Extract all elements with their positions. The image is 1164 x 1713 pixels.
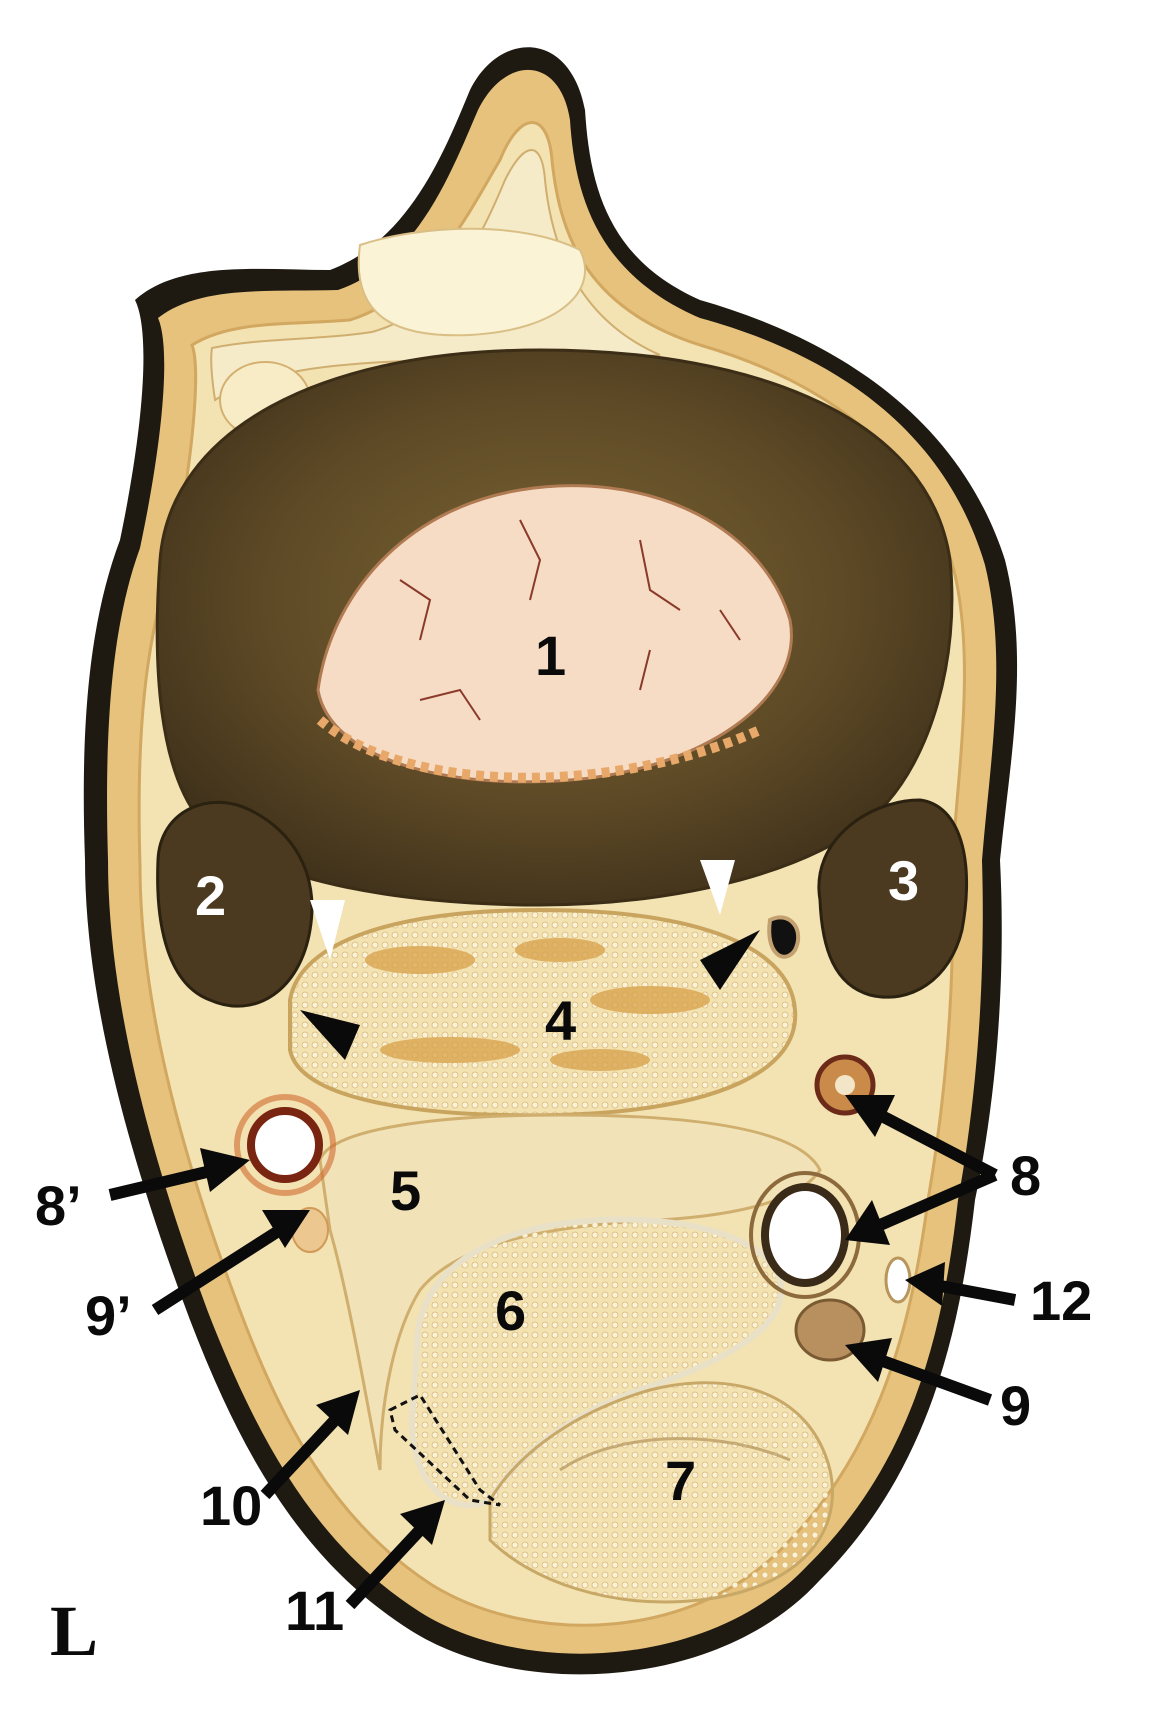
white-arrowhead-left bbox=[310, 900, 345, 960]
dashed-region-11 bbox=[388, 1393, 501, 1507]
arrow-8p-head bbox=[200, 1148, 250, 1192]
label-3: 3 bbox=[888, 849, 919, 912]
arrow-11-head bbox=[400, 1500, 445, 1545]
label-10: 10 bbox=[200, 1474, 262, 1537]
label-7: 7 bbox=[665, 1449, 696, 1512]
arrow-8p bbox=[108, 1164, 217, 1201]
dorsal-vessel bbox=[767, 915, 801, 959]
splint-bone-2 bbox=[156, 800, 314, 1008]
extensor-region bbox=[210, 149, 661, 402]
label-8-prime: 8’ bbox=[35, 1174, 82, 1237]
marrow-vessels bbox=[399, 519, 741, 721]
arrow-12 bbox=[933, 1279, 1017, 1306]
label-11: 11 bbox=[285, 1579, 344, 1642]
arrow-8-lower bbox=[877, 1169, 998, 1231]
tendon-7-shading bbox=[559, 1437, 791, 1472]
arrow-11 bbox=[345, 1525, 425, 1610]
label-12: 12 bbox=[1030, 1269, 1092, 1332]
arrow-12-head bbox=[905, 1262, 945, 1306]
arrow-9p bbox=[151, 1224, 284, 1316]
arrow-9-head bbox=[845, 1338, 892, 1382]
vessel-8-lower bbox=[749, 1171, 861, 1299]
arrow-9p-head bbox=[262, 1210, 310, 1248]
white-arrowhead-right bbox=[700, 860, 735, 915]
label-4: 4 bbox=[545, 989, 576, 1052]
extensor-tendon bbox=[357, 227, 586, 337]
arrow-8-upper bbox=[877, 1109, 998, 1181]
label-9-prime: 9’ bbox=[85, 1284, 132, 1347]
label-8: 8 bbox=[1010, 1144, 1041, 1207]
arrow-8-lower-head bbox=[845, 1200, 890, 1245]
black-arrowhead-left bbox=[300, 1010, 360, 1060]
marrow-trabeculae bbox=[316, 716, 763, 783]
label-1: 1 bbox=[535, 624, 566, 687]
splint-bone-3 bbox=[817, 798, 969, 999]
tendon-7 bbox=[488, 1381, 834, 1604]
arrow-10 bbox=[260, 1415, 340, 1500]
orientation-label: L bbox=[50, 1591, 98, 1671]
suspensory-ligament-streaks bbox=[365, 938, 710, 1071]
arrow-9 bbox=[877, 1354, 993, 1406]
label-5: 5 bbox=[390, 1159, 421, 1222]
arrows bbox=[108, 1095, 1017, 1610]
label-2: 2 bbox=[195, 864, 226, 927]
arrow-8-upper-head bbox=[845, 1095, 895, 1137]
arrow-10-head bbox=[316, 1390, 360, 1435]
label-9: 9 bbox=[1000, 1374, 1031, 1437]
label-6: 6 bbox=[495, 1279, 526, 1342]
black-arrowhead-right bbox=[700, 930, 760, 990]
vessel-8-prime bbox=[234, 1094, 336, 1196]
superficial-flexor-tendon bbox=[408, 1216, 785, 1509]
